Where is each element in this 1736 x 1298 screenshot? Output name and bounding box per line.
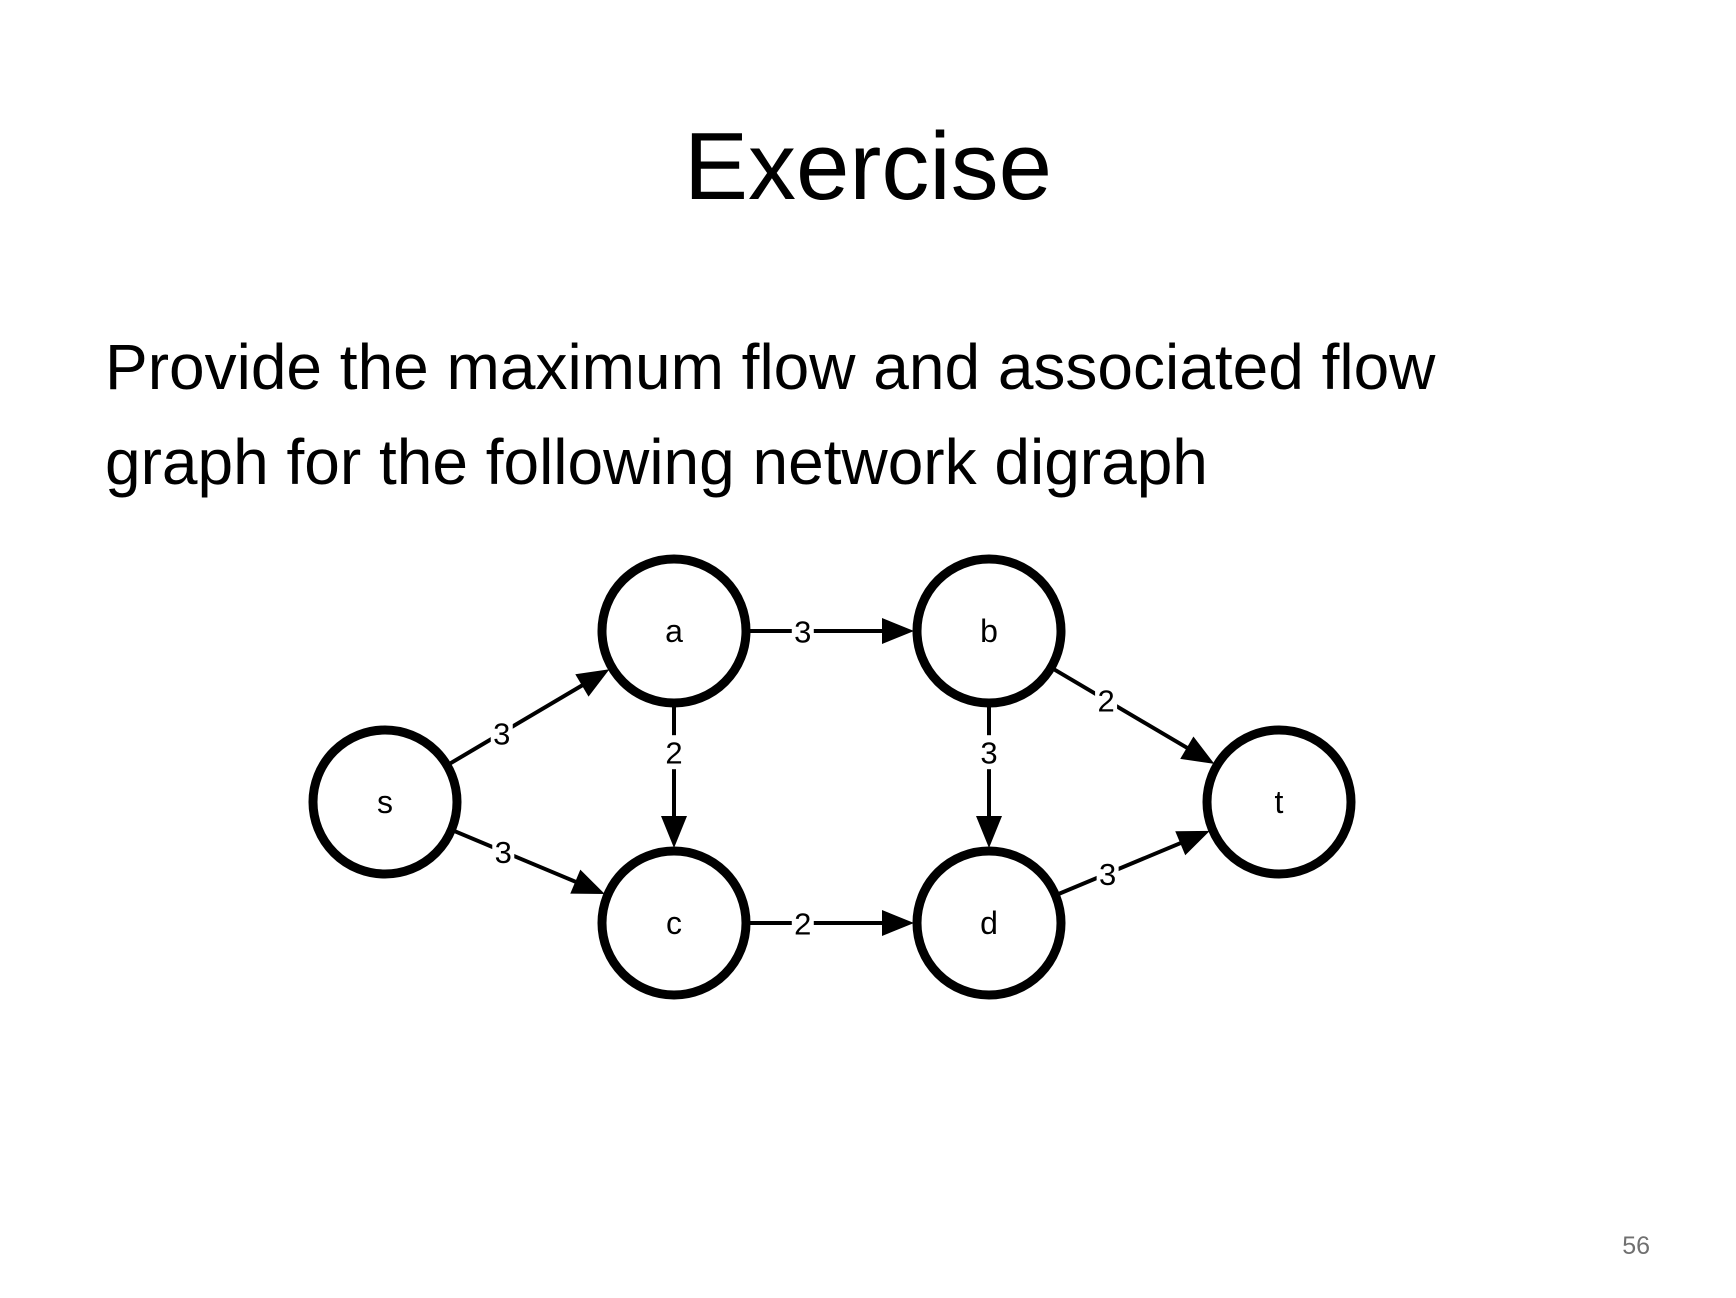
node-circle-b: [912, 554, 1066, 708]
nodes-layer: s a b c d t: [308, 554, 1356, 1000]
node-circle-c: [597, 846, 751, 1000]
body-line-1: Provide the maximum flow and associated …: [105, 331, 1436, 403]
body-line-2: graph for the following network digraph: [105, 426, 1208, 498]
node-label-s: s: [377, 784, 393, 820]
edge-line-s-c: [452, 828, 578, 885]
edge-arrowhead-c-d: [882, 910, 914, 936]
edge-s-a: 3: [447, 669, 610, 767]
node-label-c: c: [666, 905, 682, 941]
edge-arrowhead-a-c: [661, 816, 687, 848]
edge-c-d: 2: [748, 906, 914, 942]
edge-capacity-c-d: 2: [794, 907, 811, 942]
edge-b-d: 3: [976, 705, 1002, 848]
edge-label-bg-a-b: [791, 614, 814, 648]
node-circle-a: [597, 554, 751, 708]
node-t: t: [1202, 725, 1356, 879]
edge-a-c: 2: [661, 705, 687, 848]
node-circle-t: [1202, 725, 1356, 879]
edge-capacity-s-a: 3: [493, 716, 510, 751]
edge-label-bg-b-d: [978, 735, 1000, 770]
edge-capacity-d-t: 3: [1099, 857, 1116, 892]
node-s: s: [308, 725, 462, 879]
edge-capacity-a-b: 3: [794, 615, 811, 650]
edge-line-b-t: [1051, 666, 1190, 751]
edge-label-bg-d-t: [1096, 856, 1119, 891]
edge-line-d-t: [1056, 840, 1183, 897]
node-circle-s: [308, 725, 462, 879]
edge-label-bg-a-c: [663, 735, 685, 770]
node-label-a: a: [665, 613, 683, 649]
edge-arrowhead-s-a: [575, 669, 610, 697]
page-number: 56: [1622, 1232, 1650, 1260]
node-label-b: b: [980, 613, 998, 649]
node-b: b: [912, 554, 1066, 708]
edge-line-s-a: [447, 682, 585, 767]
node-circle-d: [912, 846, 1066, 1000]
slide-body-text: Provide the maximum flow and associated …: [105, 320, 1665, 510]
edge-s-c: 3: [452, 828, 605, 895]
edge-arrowhead-d-t: [1175, 830, 1210, 856]
node-c: c: [597, 846, 751, 1000]
edge-arrowhead-s-c: [570, 869, 605, 895]
edge-capacity-b-d: 3: [980, 736, 997, 771]
edge-label-bg-s-a: [490, 715, 513, 750]
edge-arrowhead-b-d: [976, 816, 1002, 848]
edges-layer: 3 3 3 2 3 2 2 3: [447, 614, 1215, 942]
slide-title: Exercise: [683, 113, 1053, 220]
node-a: a: [597, 554, 751, 708]
edge-capacity-s-c: 3: [495, 835, 512, 870]
node-d: d: [912, 846, 1066, 1000]
edge-label-bg-b-t: [1095, 683, 1118, 718]
edge-d-t: 3: [1056, 830, 1210, 897]
edge-a-b: 3: [748, 614, 914, 650]
node-label-d: d: [980, 905, 998, 941]
edge-label-bg-s-c: [492, 834, 515, 869]
edge-label-bg-c-d: [791, 906, 814, 940]
edge-arrowhead-a-b: [882, 618, 914, 644]
edge-b-t: 2: [1051, 666, 1215, 764]
node-label-t: t: [1275, 784, 1284, 820]
edge-capacity-a-c: 2: [665, 736, 682, 771]
edge-arrowhead-b-t: [1180, 736, 1215, 764]
edge-capacity-b-t: 2: [1097, 684, 1114, 719]
